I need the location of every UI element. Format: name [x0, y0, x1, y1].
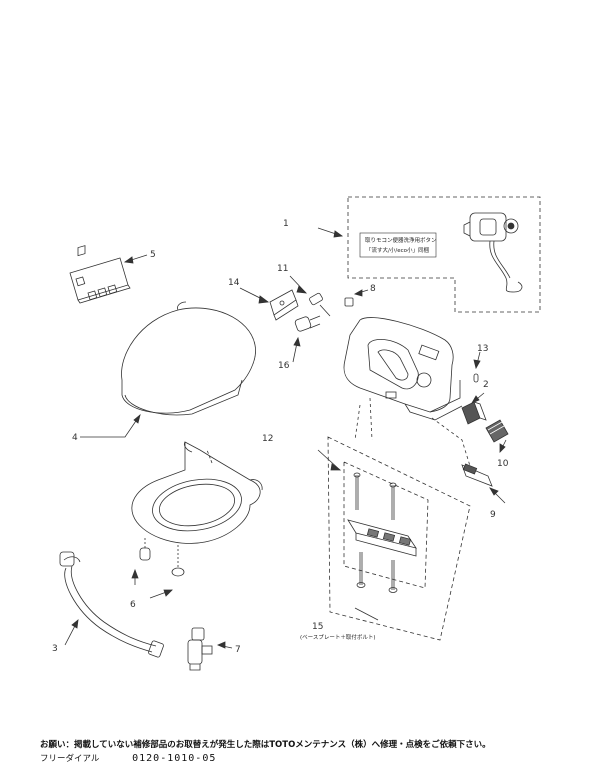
callout-12: 12	[262, 434, 273, 444]
leader-15	[354, 607, 379, 621]
inset-label-line-1: 取りモコン便器洗浄用ボタン	[365, 236, 437, 244]
footer-note-text: お願い：掲載していない補修部品のお取替えが発生した際はTOTOメンテナンス（株）…	[40, 740, 491, 750]
bumper-part-6	[139, 538, 185, 577]
clip-part-8	[344, 297, 354, 307]
leader-4	[80, 414, 141, 438]
fitting-part-16	[294, 315, 321, 332]
callout-9: 9	[490, 510, 496, 520]
callout-8: 8	[370, 284, 376, 294]
screw-part-11	[309, 292, 331, 317]
callout-5: 5	[150, 250, 156, 260]
callout-13: 13	[477, 344, 488, 354]
base-plate-frame-part-15	[327, 436, 471, 641]
inset-button-label-box	[359, 232, 437, 258]
callout-15: 15	[312, 622, 323, 632]
filter-part-2	[461, 401, 487, 425]
inset-frame-part-1	[347, 196, 541, 313]
base-plate-part-15	[347, 519, 417, 557]
footer-phone-label: フリーダイアル	[40, 754, 100, 764]
callout-14: 14	[228, 278, 240, 288]
callout-10: 10	[497, 459, 509, 469]
toilet-seat-part-12	[131, 441, 263, 544]
callout-3: 3	[52, 644, 58, 654]
plate-part-9	[461, 463, 493, 487]
footer-note: お願い：掲載していない補修部品のお取替えが発生した際はTOTOメンテナンス（株）…	[40, 738, 491, 750]
cartridge-part-10	[485, 419, 509, 443]
footer-phone-number: 0120-1010-05	[132, 753, 217, 764]
valve-part-7	[187, 627, 213, 671]
water-hose-part-3	[59, 551, 164, 658]
remote-control-part-5	[69, 245, 131, 304]
callout-4: 4	[72, 433, 78, 443]
pin-part-13	[473, 373, 479, 383]
callout-6: 6	[130, 600, 136, 610]
bracket-part-14	[269, 289, 299, 321]
mounting-bolts	[353, 472, 398, 593]
toilet-lid-part-4	[121, 301, 256, 416]
callout-16: 16	[278, 361, 290, 371]
part-15-note: (ベースプレート＋取付ボルト)	[300, 633, 376, 641]
inset-motor-unit-icon	[463, 212, 523, 293]
callout-2: 2	[483, 380, 489, 390]
callout-7: 7	[235, 645, 241, 655]
base-plate-inner-frame	[343, 461, 429, 589]
callout-1: 1	[283, 219, 289, 229]
leader-15-top	[317, 449, 341, 471]
callout-11: 11	[277, 264, 288, 274]
main-unit-body	[343, 317, 463, 421]
callout-numbers: 1 2 3 4 5 6 7 8 9 10 11 12 13 14 15 16	[52, 219, 509, 655]
leader-12	[206, 449, 213, 464]
footer-phone: フリーダイアル 0120-1010-05	[40, 752, 216, 764]
inset-label-line-2: 「流す大/小/eco小」同梱	[366, 246, 429, 254]
